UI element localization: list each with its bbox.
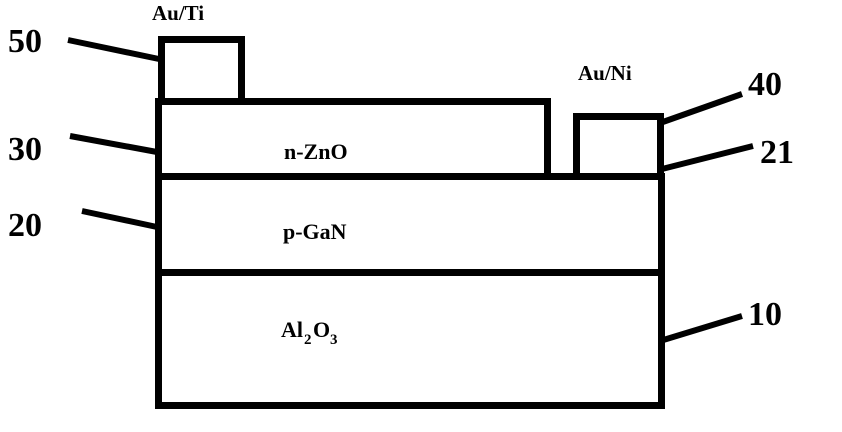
reference-numeral-21: 21 (760, 134, 794, 171)
leader-line-10 (659, 313, 743, 344)
layer-label-al2o3: Al 2 O 3 (281, 317, 338, 348)
layer-n-zno (155, 98, 551, 180)
layer-label-n-zno: n-ZnO (284, 139, 348, 164)
leader-line-50 (67, 37, 160, 62)
contact-label-au-ni: Au/Ni (578, 61, 632, 85)
layer-label-p-gan: p-GaN (283, 219, 347, 244)
al2o3-al: Al (281, 317, 303, 342)
leader-line-21 (661, 143, 754, 172)
contact-au-ni (573, 113, 664, 180)
reference-numeral-20: 20 (8, 207, 42, 244)
leader-line-20 (81, 208, 158, 230)
reference-numeral-10: 10 (748, 296, 782, 333)
al2o3-subscript-2: 2 (304, 332, 312, 348)
reference-numeral-40: 40 (748, 66, 782, 103)
reference-numeral-50: 50 (8, 23, 42, 60)
leader-line-40 (658, 91, 744, 126)
layer-p-gan (155, 173, 665, 276)
substrate-layer-al2o3 (155, 269, 665, 409)
contact-label-au-ti: Au/Ti (152, 1, 204, 25)
al2o3-o: O (313, 317, 330, 342)
al2o3-subscript-3: 3 (330, 332, 338, 348)
leader-line-30 (69, 133, 158, 155)
contact-au-ti (158, 36, 245, 105)
reference-numeral-30: 30 (8, 131, 42, 168)
